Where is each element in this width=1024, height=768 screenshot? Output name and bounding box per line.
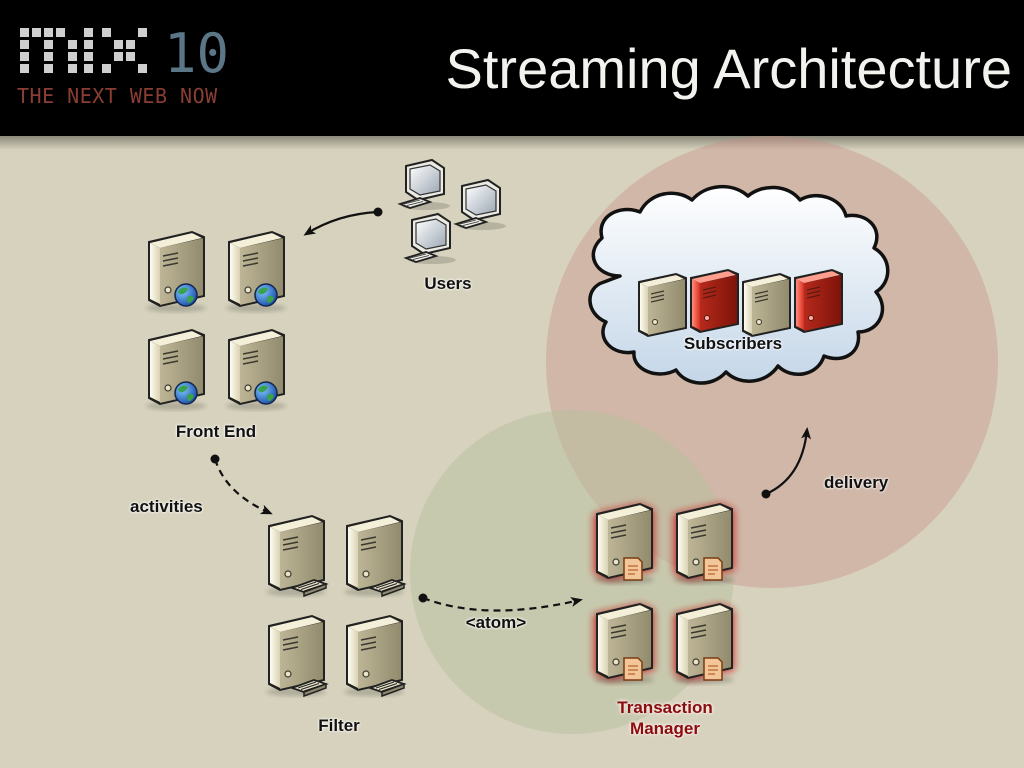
delivery-edge-label: delivery [824,473,889,492]
desktop-computer-icon [399,159,451,211]
subscribers-label: Subscribers [683,334,783,353]
atom-edge-label: <atom> [465,613,527,632]
document-icon [623,557,643,581]
front-end-label: Front End [175,422,257,441]
slide-header: 10 THE NEXT WEB NOW Streaming Architectu… [0,0,1024,136]
subscribers-cloud [588,184,890,385]
transaction-manager-label: Transaction Manager [617,697,712,739]
globe-icon [174,381,198,405]
document-icon [703,657,723,681]
edge-transaction-to-subscribers [761,427,812,499]
transaction-manager-label-line1: Transaction [617,698,713,717]
edge-front-end-to-filter [210,454,273,515]
subscriber-server-icon [741,273,791,337]
transaction-manager-group [594,504,734,684]
activities-edge-label: activities [130,497,203,516]
subscriber-server-icon [637,273,687,337]
header-shadow [0,136,1024,150]
logo-number: 10 [164,26,229,78]
document-icon [623,657,643,681]
transaction-manager-label-line2: Manager [630,719,700,738]
document-icon [703,557,723,581]
users-label: Users [424,274,472,293]
edge-filter-to-transaction [418,593,583,612]
filter-group [266,516,404,696]
globe-icon [254,381,278,405]
desktop-computer-icon [405,213,457,265]
subscriber-server-red-icon [793,269,843,333]
filter-label: Filter [318,716,360,735]
edge-users-to-front-end [303,207,383,236]
logo-tagline: THE NEXT WEB NOW [17,84,218,108]
mix10-logo: 10 [20,26,229,78]
front-end-group [146,232,286,410]
users-group [399,159,507,265]
page-title: Streaming Architecture [445,37,1012,100]
desktop-computer-icon [455,179,507,231]
globe-icon [174,283,198,307]
globe-icon [254,283,278,307]
subscriber-server-red-icon [689,269,739,333]
